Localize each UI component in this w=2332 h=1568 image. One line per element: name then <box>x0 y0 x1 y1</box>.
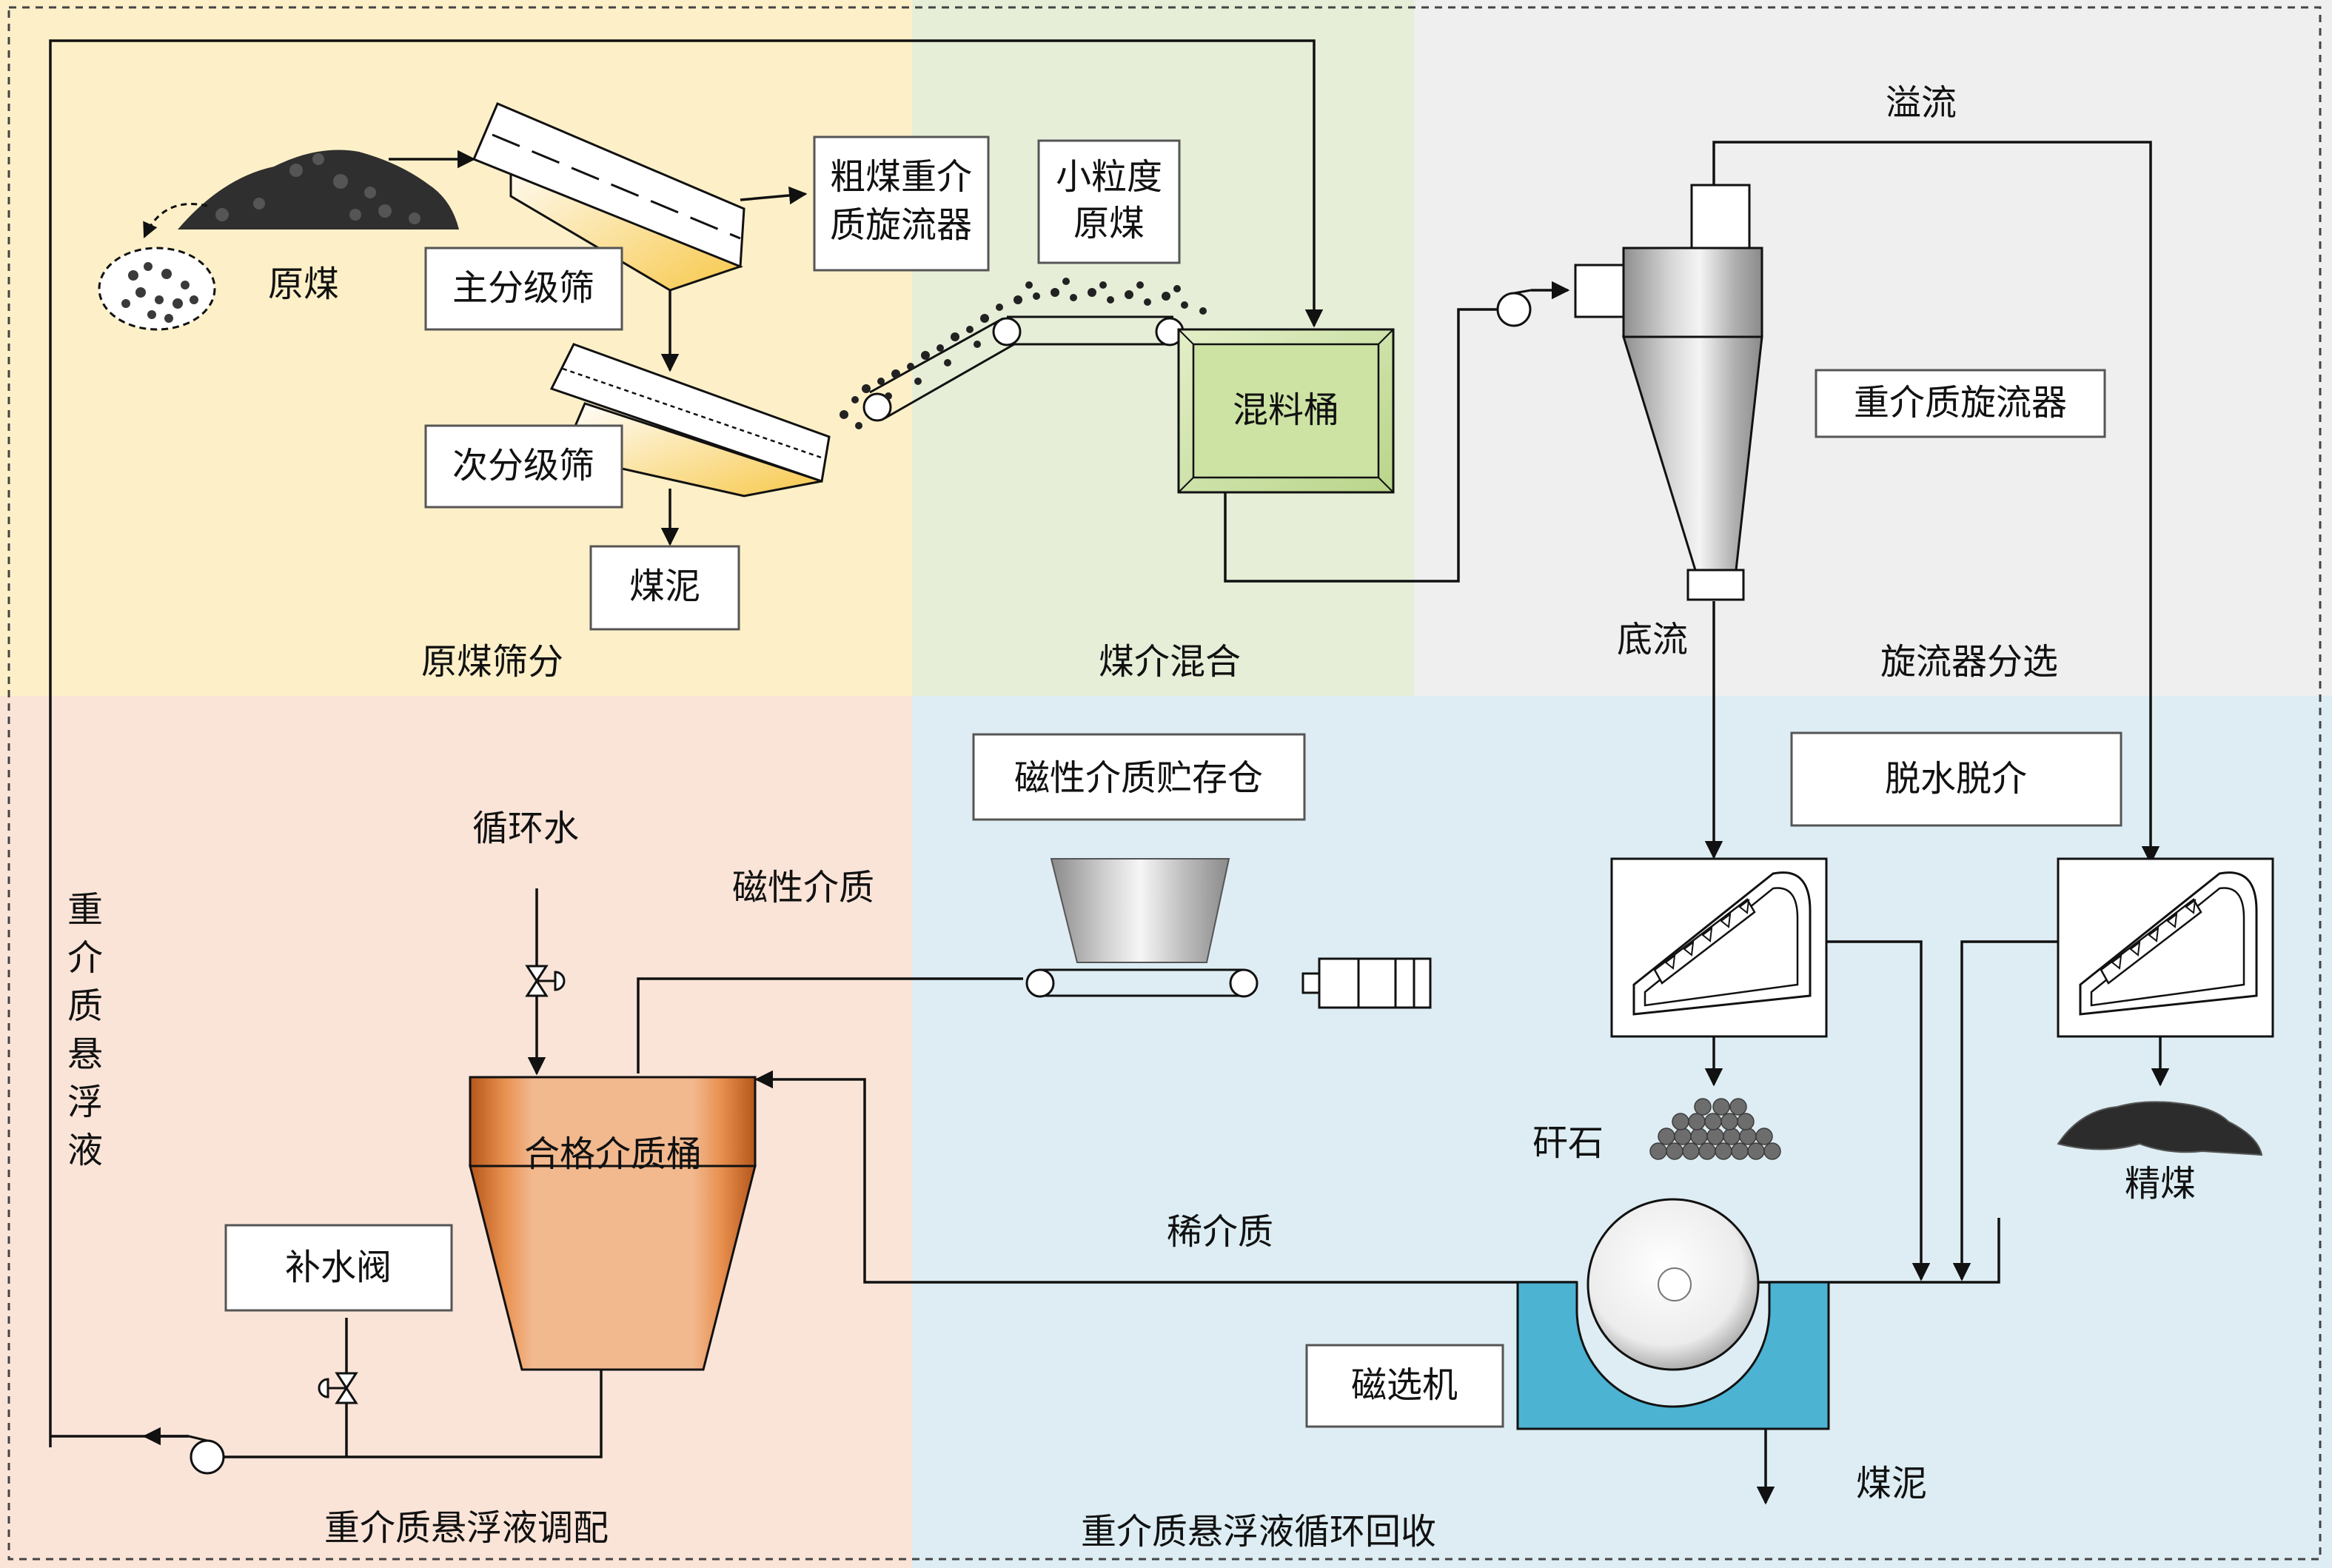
dewater-box <box>1790 731 2122 827</box>
coarse-cyclone-label-1: 粗煤重介 <box>830 156 972 198</box>
zone-title-mixing: 煤介混合 <box>1099 641 1241 683</box>
zone-title-recovery: 重介质悬浮液循环回收 <box>1081 1511 1436 1552</box>
feed-pump-icon <box>1496 289 1532 327</box>
magnetic-separator-label: 磁选机 <box>1351 1364 1458 1406</box>
medium-conveyor <box>1025 968 1259 998</box>
coal-conveyor <box>862 315 1185 422</box>
magnetic-storage-label: 磁性介质贮存仓 <box>1014 757 1263 799</box>
dewater-label: 脱水脱介 <box>1885 758 2027 800</box>
magnetic-separator <box>1516 1198 1830 1430</box>
svg-text:重: 重 <box>67 889 103 931</box>
svg-text:液: 液 <box>67 1130 103 1171</box>
zone-preparation-bg <box>0 696 912 1568</box>
secondary-screen-label: 次分级筛 <box>452 445 594 486</box>
barrel-outlet-line <box>224 1370 603 1458</box>
raw-coal-label: 原煤 <box>268 264 339 305</box>
magnetic-separator-box <box>1305 1344 1504 1428</box>
main-screen-label-box <box>424 247 623 331</box>
small-coal-particles-icon <box>840 278 1207 429</box>
secondary-screen <box>549 343 831 497</box>
main-screen <box>472 102 745 292</box>
raw-coal-pile-icon <box>178 150 459 229</box>
slime-top-label: 煤泥 <box>629 566 700 607</box>
qualified-medium-barrel <box>469 1076 757 1371</box>
clean-coal-label: 精煤 <box>2125 1163 2196 1205</box>
coarse-cyclone-box <box>813 135 990 272</box>
separator-feed-line <box>1747 1218 2000 1284</box>
return-pump-icon <box>188 1435 225 1475</box>
dewater-screen-clean <box>2057 857 2274 1038</box>
small-coal-label-2: 原煤 <box>1073 203 1145 244</box>
dense-cyclone-label: 重介质旋流器 <box>1854 382 2067 423</box>
dewater-screen-gangue <box>1610 857 1828 1038</box>
dense-cyclone-box <box>1815 369 2106 438</box>
coal-sample-icon <box>98 247 216 331</box>
sample-curve-arrow <box>143 203 208 238</box>
concentrate-return-line <box>754 1070 1577 1284</box>
suspension-return-line <box>49 39 1324 1447</box>
screen1-dilute-line <box>1817 940 1931 1281</box>
svg-text:质: 质 <box>67 985 103 1027</box>
main-screen-label: 主分级筛 <box>452 267 594 309</box>
gangue-pile-icon <box>1649 1098 1781 1160</box>
makeup-valve-label: 补水阀 <box>285 1247 392 1288</box>
outer-dashed-border <box>7 6 2322 1561</box>
zone-title-separation: 旋流器分选 <box>1880 641 2058 683</box>
mix-barrel-label: 混料桶 <box>1233 389 1339 431</box>
conveyor-motor-icon <box>1301 957 1432 1009</box>
qualified-barrel-label: 合格介质桶 <box>524 1133 702 1175</box>
zone-separation-bg <box>1414 0 2332 696</box>
makeup-valve-box <box>224 1224 453 1312</box>
zone-screening-bg <box>0 0 912 696</box>
magnetic-storage-hopper <box>1050 858 1230 963</box>
dense-cyclone <box>1574 184 1763 601</box>
svg-text:浮: 浮 <box>67 1082 103 1123</box>
magnetic-medium-label: 磁性介质 <box>732 867 874 908</box>
small-coal-label-1: 小粒度 <box>1056 156 1162 198</box>
water-valve-icon <box>525 965 566 997</box>
small-coal-box <box>1037 139 1181 264</box>
coarse-cyclone-label-2: 质旋流器 <box>830 204 972 246</box>
magnetic-storage-box <box>972 733 1306 821</box>
makeup-valve-icon <box>318 1372 358 1404</box>
coarse-to-cyclone-arrow <box>740 186 808 205</box>
slime-top-box <box>589 545 740 631</box>
overflow-label: 溢流 <box>1886 82 1957 124</box>
suspension-vertical-label: 重 介 质 悬 浮 液 <box>67 889 103 1171</box>
magnetic-medium-line <box>637 977 1023 1073</box>
zone-title-screening: 原煤筛分 <box>421 641 563 683</box>
circulating-water-label: 循环水 <box>472 808 579 849</box>
gangue-label: 矸石 <box>1532 1122 1604 1164</box>
clean-coal-pile-icon <box>2057 1101 2263 1156</box>
underflow-label: 底流 <box>1617 619 1688 660</box>
zone-title-preparation: 重介质悬浮液调配 <box>324 1507 609 1549</box>
overflow-line <box>1712 141 2160 865</box>
slime-bottom-label: 煤泥 <box>1856 1463 1927 1504</box>
svg-text:介: 介 <box>67 937 103 979</box>
mix-to-pump-line <box>1224 308 1499 583</box>
secondary-screen-label-box <box>424 424 623 509</box>
dilute-medium-label: 稀介质 <box>1167 1211 1273 1253</box>
svg-text:悬: 悬 <box>67 1033 103 1075</box>
mix-barrel <box>1177 328 1395 494</box>
